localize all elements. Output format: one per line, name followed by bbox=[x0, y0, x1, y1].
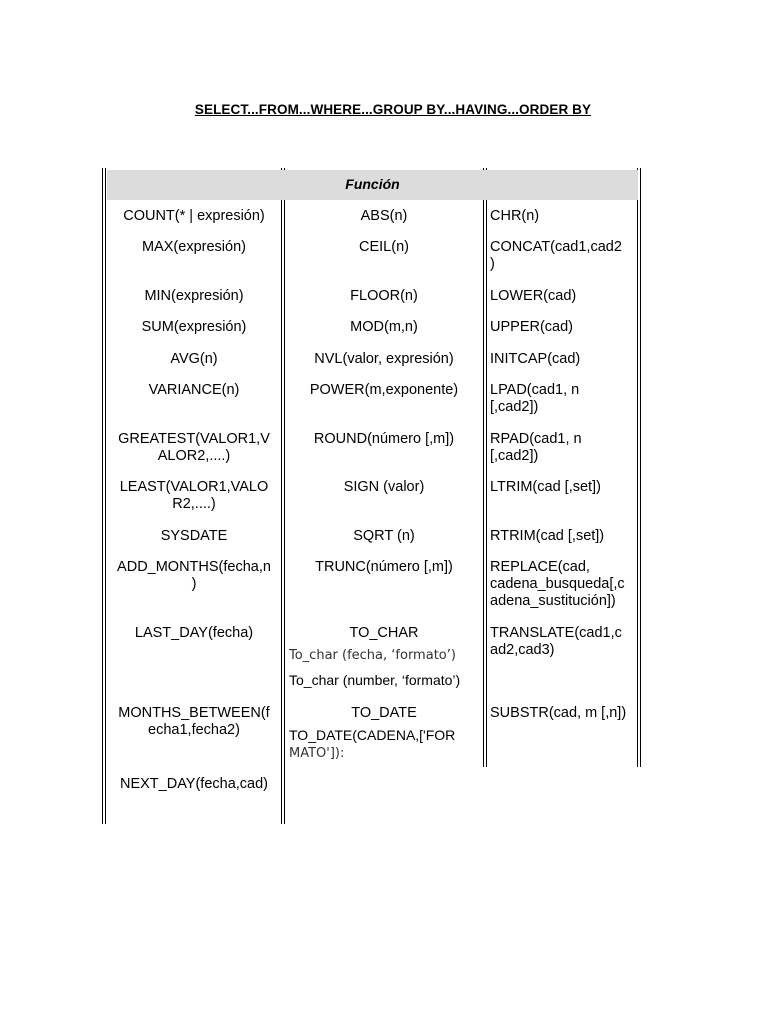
column-divider-2a bbox=[483, 168, 484, 767]
table-border-left-outer bbox=[102, 168, 103, 824]
cell-r12-c1: MONTHS_BETWEEN(f bbox=[118, 705, 270, 721]
cell-r4-c2: MOD(m,n) bbox=[350, 319, 418, 335]
column-divider-2b bbox=[486, 168, 487, 767]
to-char-example-1: To_char (fecha, ‘formato’) bbox=[289, 648, 456, 663]
cell-r10-c3-line3: adena_sustitución]) bbox=[490, 593, 616, 609]
cell-r1-c3: CHR(n) bbox=[490, 208, 540, 224]
cell-r5-c1: AVG(n) bbox=[170, 351, 218, 367]
to-date-example-line-1: TO_DATE(CADENA,['FOR bbox=[289, 727, 456, 743]
cell-r12-c1-line2: echa1,fecha2) bbox=[148, 722, 240, 738]
cell-r3-c3: LOWER(cad) bbox=[490, 288, 577, 304]
cell-r6-c2: POWER(m,exponente) bbox=[309, 382, 459, 398]
cell-r10-c3-line2: cadena_busqueda[,c bbox=[490, 576, 625, 592]
cell-r8-c2: SIGN (valor) bbox=[343, 479, 425, 495]
cell-r10-c1: ADD_MONTHS(fecha,n bbox=[117, 559, 271, 575]
cell-r4-c3: UPPER(cad) bbox=[490, 319, 573, 335]
column-header: Función bbox=[345, 176, 400, 192]
page-title: SELECT...FROM...WHERE...GROUP BY...HAVIN… bbox=[194, 102, 592, 117]
cell-r11-c1: LAST_DAY(fecha) bbox=[134, 625, 254, 641]
cell-r10-c2: TRUNC(número [,m]) bbox=[315, 559, 453, 575]
cell-r2-c3: CONCAT(cad1,cad2 bbox=[490, 239, 622, 255]
cell-r10-c3: REPLACE(cad, bbox=[490, 559, 590, 575]
cell-r10-c1-line2: ) bbox=[191, 576, 197, 592]
cell-r8-c3: LTRIM(cad [,set]) bbox=[490, 479, 601, 495]
cell-r6-c1: VARIANCE(n) bbox=[148, 382, 240, 398]
cell-r2-c1: MAX(expresión) bbox=[142, 239, 246, 255]
table-border-right-inner bbox=[637, 168, 638, 767]
cell-r1-c1: COUNT(* | expresión) bbox=[123, 208, 265, 224]
cell-r7-c1: GREATEST(VALOR1,V bbox=[118, 431, 270, 447]
cell-r4-c1: SUM(expresión) bbox=[141, 319, 247, 335]
cell-r13-c1: NEXT_DAY(fecha,cad) bbox=[119, 776, 268, 792]
cell-r7-c3-line2: [,cad2]) bbox=[490, 448, 539, 464]
cell-r2-c3-line2: ) bbox=[490, 256, 495, 272]
column-divider-1a bbox=[281, 168, 282, 824]
cell-r8-c1-line2: R2,....) bbox=[172, 496, 216, 512]
to-date-example-line-2: MATO']): bbox=[289, 746, 345, 761]
table-border-left-inner bbox=[105, 168, 106, 824]
cell-r6-c3-line2: [,cad2]) bbox=[490, 399, 539, 415]
column-divider-1b bbox=[284, 168, 285, 824]
cell-r7-c1-line2: ALOR2,....) bbox=[157, 448, 231, 464]
cell-r12-c2: TO_DATE bbox=[351, 705, 417, 721]
cell-r3-c2: FLOOR(n) bbox=[350, 288, 418, 304]
cell-r11-c2: TO_CHAR bbox=[349, 625, 419, 641]
table-border-right-outer bbox=[640, 168, 641, 767]
header-band bbox=[107, 170, 638, 200]
cell-r3-c1: MIN(expresión) bbox=[144, 288, 244, 304]
cell-r5-c2: NVL(valor, expresión) bbox=[314, 351, 454, 367]
cell-r9-c2: SQRT (n) bbox=[353, 528, 415, 544]
to-char-example-2: To_char (number, ‘formato’) bbox=[289, 672, 461, 688]
cell-r7-c2: ROUND(número [,m]) bbox=[313, 431, 455, 447]
cell-r9-c1: SYSDATE bbox=[160, 528, 228, 544]
cell-r9-c3: RTRIM(cad [,set]) bbox=[490, 528, 605, 544]
cell-r11-c3-line2: ad2,cad3) bbox=[490, 642, 555, 658]
cell-r5-c3: INITCAP(cad) bbox=[490, 351, 581, 367]
cell-r1-c2: ABS(n) bbox=[360, 208, 408, 224]
cell-r2-c2: CEIL(n) bbox=[359, 239, 409, 255]
cell-r7-c3: RPAD(cad1, n bbox=[490, 431, 582, 447]
cell-r8-c1: LEAST(VALOR1,VALO bbox=[119, 479, 269, 495]
cell-r12-c3: SUBSTR(cad, m [,n]) bbox=[490, 705, 627, 721]
cell-r11-c3: TRANSLATE(cad1,c bbox=[490, 625, 622, 641]
cell-r6-c3: LPAD(cad1, n bbox=[490, 382, 580, 398]
